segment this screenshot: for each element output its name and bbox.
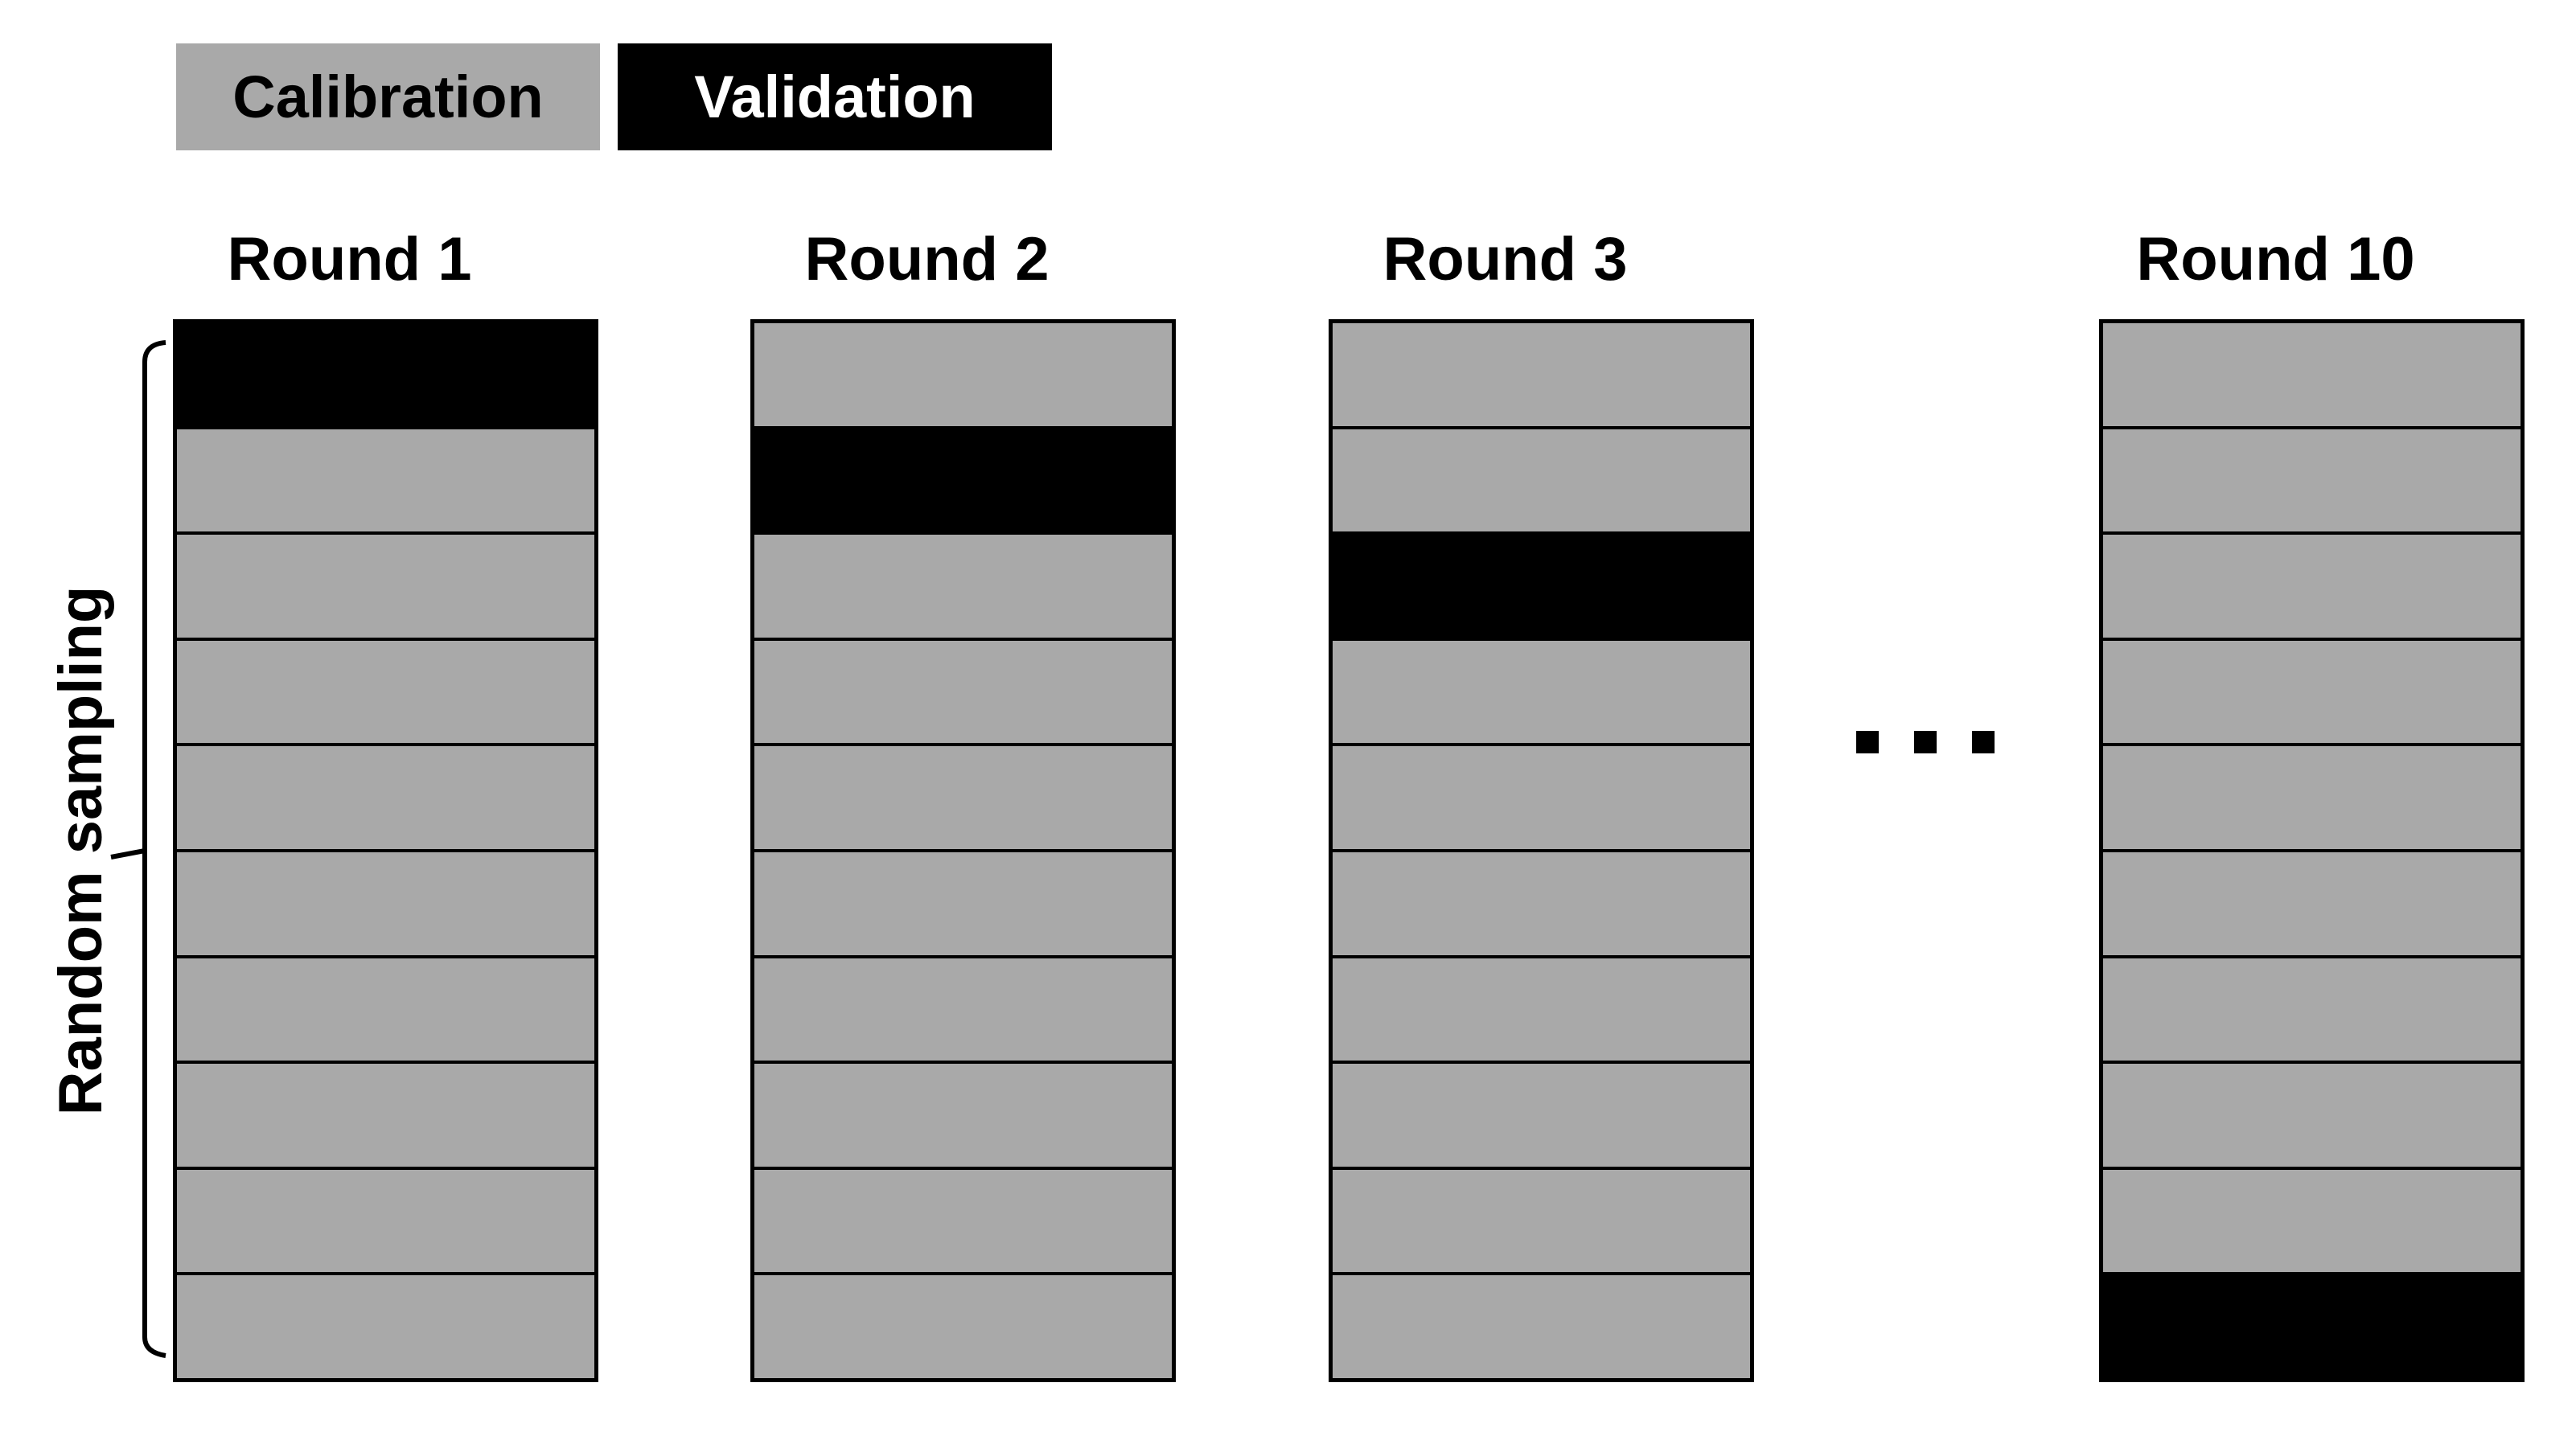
calibration-cell [1333, 637, 1750, 744]
calibration-cell [1333, 1166, 1750, 1273]
validation-cell [1333, 531, 1750, 638]
round-1-title: Round 1 [227, 225, 472, 293]
calibration-cell [754, 848, 1172, 955]
calibration-cell [1333, 425, 1750, 532]
calibration-cell [1333, 1061, 1750, 1167]
calibration-cell [754, 1166, 1172, 1273]
calibration-cell [177, 848, 594, 955]
round-2-title: Round 2 [804, 225, 1050, 293]
calibration-cell [2103, 323, 2521, 426]
calibration-cell [754, 954, 1172, 1061]
calibration-cell [177, 743, 594, 849]
legend-validation-label: Validation [694, 63, 976, 130]
calibration-cell [177, 1166, 594, 1273]
calibration-cell [754, 1061, 1172, 1167]
legend: Calibration Validation [176, 43, 1052, 150]
calibration-cell [754, 637, 1172, 744]
validation-cell [754, 425, 1172, 532]
calibration-cell [177, 1272, 594, 1378]
calibration-cell [177, 637, 594, 744]
round-2-column [750, 319, 1176, 1382]
calibration-cell [177, 425, 594, 532]
legend-calibration-swatch: Calibration [176, 43, 600, 150]
legend-calibration-label: Calibration [232, 63, 544, 130]
validation-cell [2103, 1272, 2521, 1378]
ellipsis-dot [1914, 731, 1937, 753]
calibration-cell [2103, 743, 2521, 849]
calibration-cell [754, 743, 1172, 849]
calibration-cell [1333, 1272, 1750, 1378]
calibration-cell [2103, 637, 2521, 744]
calibration-cell [1333, 848, 1750, 955]
calibration-cell [2103, 1061, 2521, 1167]
calibration-cell [2103, 1166, 2521, 1273]
calibration-cell [754, 323, 1172, 426]
calibration-cell [177, 954, 594, 1061]
calibration-cell [1333, 954, 1750, 1061]
round-10-column [2099, 319, 2525, 1382]
round-3-title: Round 3 [1382, 225, 1628, 293]
round-10-title: Round 10 [2136, 225, 2415, 293]
calibration-cell [177, 1061, 594, 1167]
calibration-cell [2103, 954, 2521, 1061]
brace-icon [110, 340, 166, 1358]
calibration-cell [1333, 323, 1750, 426]
ellipsis-icon [1856, 731, 1995, 753]
calibration-cell [1333, 743, 1750, 849]
round-3-column [1329, 319, 1754, 1382]
legend-validation-swatch: Validation [618, 43, 1052, 150]
validation-cell [177, 323, 594, 426]
calibration-cell [2103, 848, 2521, 955]
ellipsis-dot [1972, 731, 1995, 753]
calibration-cell [2103, 531, 2521, 638]
calibration-cell [2103, 425, 2521, 532]
random-sampling-label: Random sampling [47, 585, 115, 1116]
ellipsis-dot [1856, 731, 1879, 753]
calibration-cell [177, 531, 594, 638]
round-1-column [173, 319, 598, 1382]
calibration-cell [754, 1272, 1172, 1378]
calibration-cell [754, 531, 1172, 638]
